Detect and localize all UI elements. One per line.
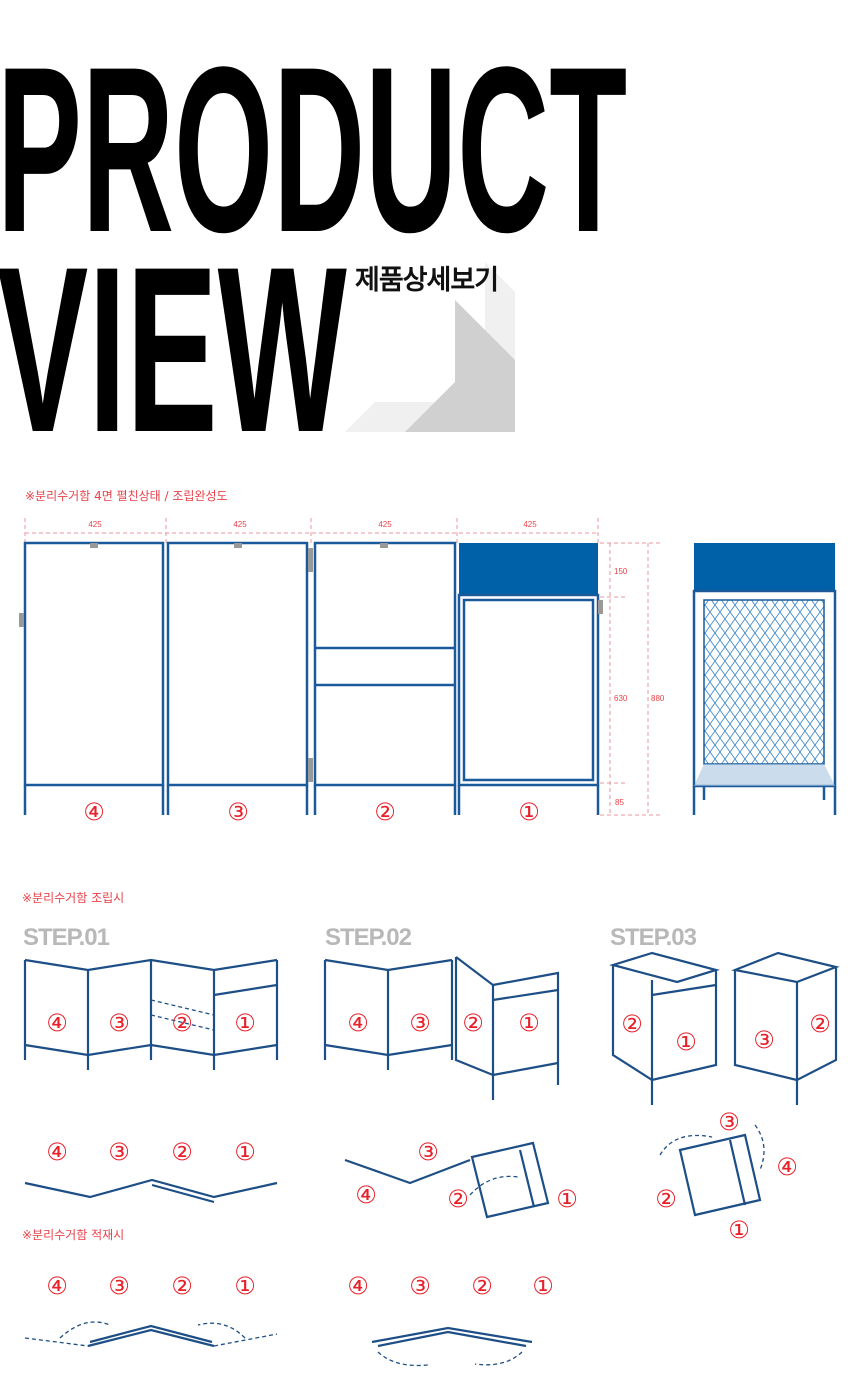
height-label-top: 150 bbox=[614, 567, 628, 576]
hinges bbox=[19, 543, 603, 782]
panel-label: ④ bbox=[83, 798, 105, 826]
label: ③ bbox=[108, 1009, 130, 1037]
stacking-right: ④ ③ ② ① bbox=[347, 1272, 554, 1367]
stacking-note: ※분리수거함 적재시 bbox=[22, 1228, 125, 1242]
label: ③ bbox=[753, 1026, 775, 1054]
step-02-label: STEP.02 bbox=[325, 924, 412, 951]
label: ③ bbox=[718, 1108, 740, 1136]
page-subtitle: 제품상세보기 bbox=[355, 265, 499, 296]
label: ② bbox=[471, 1272, 493, 1300]
label: ③ bbox=[409, 1009, 431, 1037]
label: ② bbox=[171, 1138, 193, 1166]
width-dimensions: 425 425 425 425 bbox=[24, 518, 599, 543]
label: ④ bbox=[347, 1009, 369, 1037]
label: ① bbox=[556, 1185, 578, 1213]
label: ① bbox=[518, 1009, 540, 1037]
label: ③ bbox=[409, 1272, 431, 1300]
width-label: 425 bbox=[233, 520, 247, 529]
panel-label: ① bbox=[518, 798, 540, 826]
header-graphic bbox=[345, 262, 515, 432]
label: ② bbox=[171, 1272, 193, 1300]
step-03-diagram: ② ① ③ ② ③ ④ ② ① bbox=[609, 951, 840, 1244]
label: ③ bbox=[108, 1138, 130, 1166]
width-label: 425 bbox=[378, 520, 392, 529]
label: ② bbox=[171, 1009, 193, 1037]
panel-label: ② bbox=[374, 798, 396, 826]
label: ① bbox=[675, 1028, 697, 1056]
label: ② bbox=[621, 1010, 643, 1038]
label: ③ bbox=[417, 1138, 439, 1166]
label: ① bbox=[234, 1009, 256, 1037]
step-01-diagram: ④ ③ ② ① ④ ③ ② ① bbox=[23, 958, 279, 1204]
label: ④ bbox=[355, 1181, 377, 1209]
spread-note: ※분리수거함 4면 펼친상태 / 조립완성도 bbox=[25, 489, 228, 503]
label: ① bbox=[234, 1272, 256, 1300]
label: ④ bbox=[347, 1272, 369, 1300]
label: ④ bbox=[46, 1138, 68, 1166]
height-label-bottom: 85 bbox=[615, 798, 624, 807]
label: ③ bbox=[108, 1272, 130, 1300]
label: ① bbox=[728, 1216, 750, 1244]
label: ② bbox=[447, 1185, 469, 1213]
step-02-diagram: ④ ③ ② ① ③ ④ ② ① bbox=[323, 956, 578, 1219]
label: ④ bbox=[46, 1272, 68, 1300]
assembly-note: ※분리수거함 조립시 bbox=[22, 891, 125, 905]
label: ① bbox=[532, 1272, 554, 1300]
panel-3 bbox=[166, 541, 309, 815]
assembly-diagrams: ④ ③ ② ① ④ ③ ② ① ④ ③ ② ① ③ ④ ② ① ② ① ③ bbox=[23, 951, 840, 1244]
spread-diagram: 425 425 425 425 150 630 85 880 bbox=[19, 518, 837, 826]
height-dimensions: 150 630 85 880 bbox=[600, 542, 665, 816]
panel-label: ③ bbox=[227, 798, 249, 826]
panel-4 bbox=[23, 541, 165, 815]
step-01-label: STEP.01 bbox=[23, 924, 110, 951]
step-03-label: STEP.03 bbox=[610, 924, 697, 951]
label: ② bbox=[655, 1185, 677, 1213]
panel-2 bbox=[313, 541, 457, 815]
label: ④ bbox=[776, 1153, 798, 1181]
width-label: 425 bbox=[523, 520, 537, 529]
arrow-decoration bbox=[405, 300, 515, 432]
label: ② bbox=[809, 1010, 831, 1038]
stacking-left: ④ ③ ② ① bbox=[24, 1272, 278, 1348]
label: ① bbox=[234, 1138, 256, 1166]
label: ④ bbox=[46, 1009, 68, 1037]
height-label-middle: 630 bbox=[614, 694, 628, 703]
title-view: VIEW bbox=[0, 218, 347, 482]
stacking-diagrams: ④ ③ ② ① ④ ③ ② ① bbox=[24, 1272, 554, 1367]
width-label: 425 bbox=[88, 520, 102, 529]
title-product: PRODUCT bbox=[0, 18, 628, 282]
panel-1 bbox=[457, 543, 600, 815]
height-label-total: 880 bbox=[651, 694, 665, 703]
side-view bbox=[692, 543, 837, 815]
label: ② bbox=[462, 1009, 484, 1037]
